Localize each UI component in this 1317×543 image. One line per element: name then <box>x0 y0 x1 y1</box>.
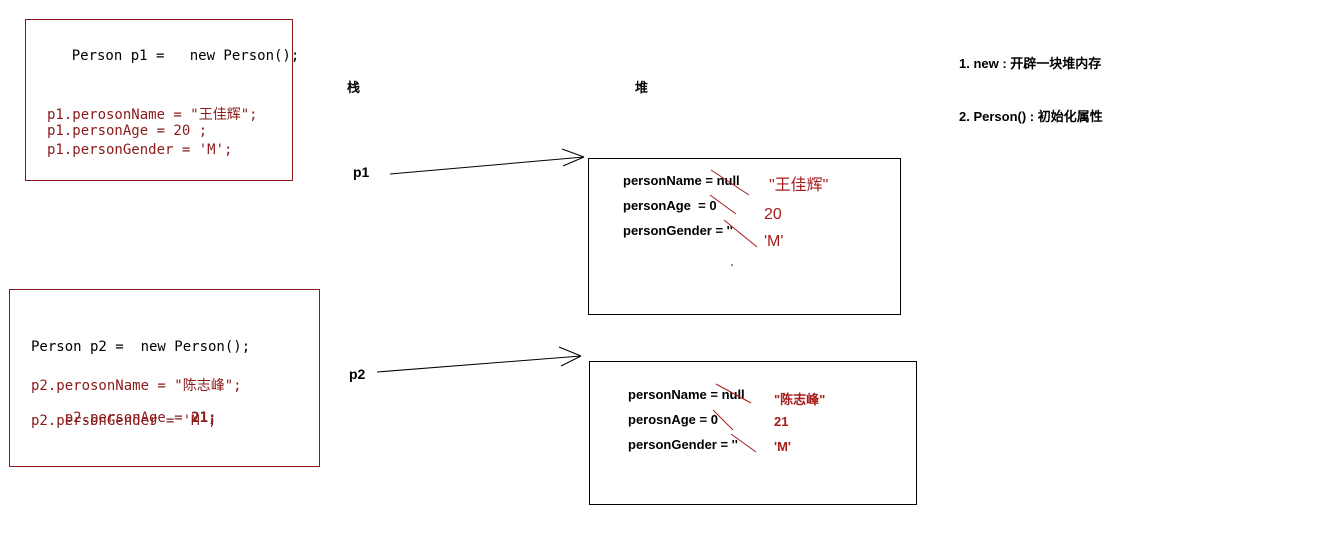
p2-code-line-name: p2.perosonName = "陈志峰"; <box>31 378 242 394</box>
heap-p1-value-gender: 'M' <box>764 233 784 250</box>
heap-p2-field-name: personName = null <box>628 387 745 402</box>
code-box-p2 <box>9 289 320 467</box>
heap-p1-value-name: "王佳辉" <box>769 177 829 194</box>
note-constructor: 2. Person() : 初始化属性 <box>959 109 1103 124</box>
p2-reference-label: p2 <box>349 366 366 382</box>
arrow-p1 <box>389 148 585 175</box>
p2-code-line-gender: p2.personGender = 'M'; <box>31 413 217 429</box>
p1-code-line-name: p1.perosonName = "王佳辉"; <box>47 107 258 123</box>
p1-code-line-age: p1.personAge = 20 ; <box>47 123 208 139</box>
p1-reference-label: p1 <box>353 164 370 180</box>
stack-label: 栈 <box>347 80 361 95</box>
heap-p1-value-age: 20 <box>764 206 782 223</box>
heap-object-p2 <box>589 361 917 505</box>
heap-p1-field-age: personAge = 0 <box>623 198 717 213</box>
heap-label: 堆 <box>635 80 649 95</box>
p2-declaration: Person p2 = new Person(); <box>31 339 251 355</box>
note-new: 1. new : 开辟一块堆内存 <box>959 56 1102 71</box>
heap-object-p1 <box>588 158 901 315</box>
p2-code-line-age: p2.personAge = 21; <box>31 394 217 442</box>
code-box-p1 <box>25 19 293 181</box>
p2-age-value: 21; <box>191 410 217 426</box>
heap-p2-value-name: "陈志峰" <box>774 392 826 407</box>
heap-p2-field-gender: personGender = '' <box>628 437 738 452</box>
p1-declaration: Person p1 = new Person(); <box>38 32 300 80</box>
p1-declaration-text: Person p1 = new Person(); <box>71 48 300 64</box>
heap-p1-field-name: personName = null <box>623 173 740 188</box>
heap-p2-field-age: perosnAge = 0 <box>628 412 718 427</box>
heap-p2-value-gender: 'M' <box>774 439 792 454</box>
heap-p1-field-gender: personGender = '' <box>623 223 733 238</box>
heap-p2-value-age: 21 <box>774 414 789 429</box>
p2-age-prefix: p2.personAge = <box>64 410 192 426</box>
arrow-p2 <box>376 346 582 373</box>
p1-code-line-gender: p1.personGender = 'M'; <box>47 142 233 158</box>
